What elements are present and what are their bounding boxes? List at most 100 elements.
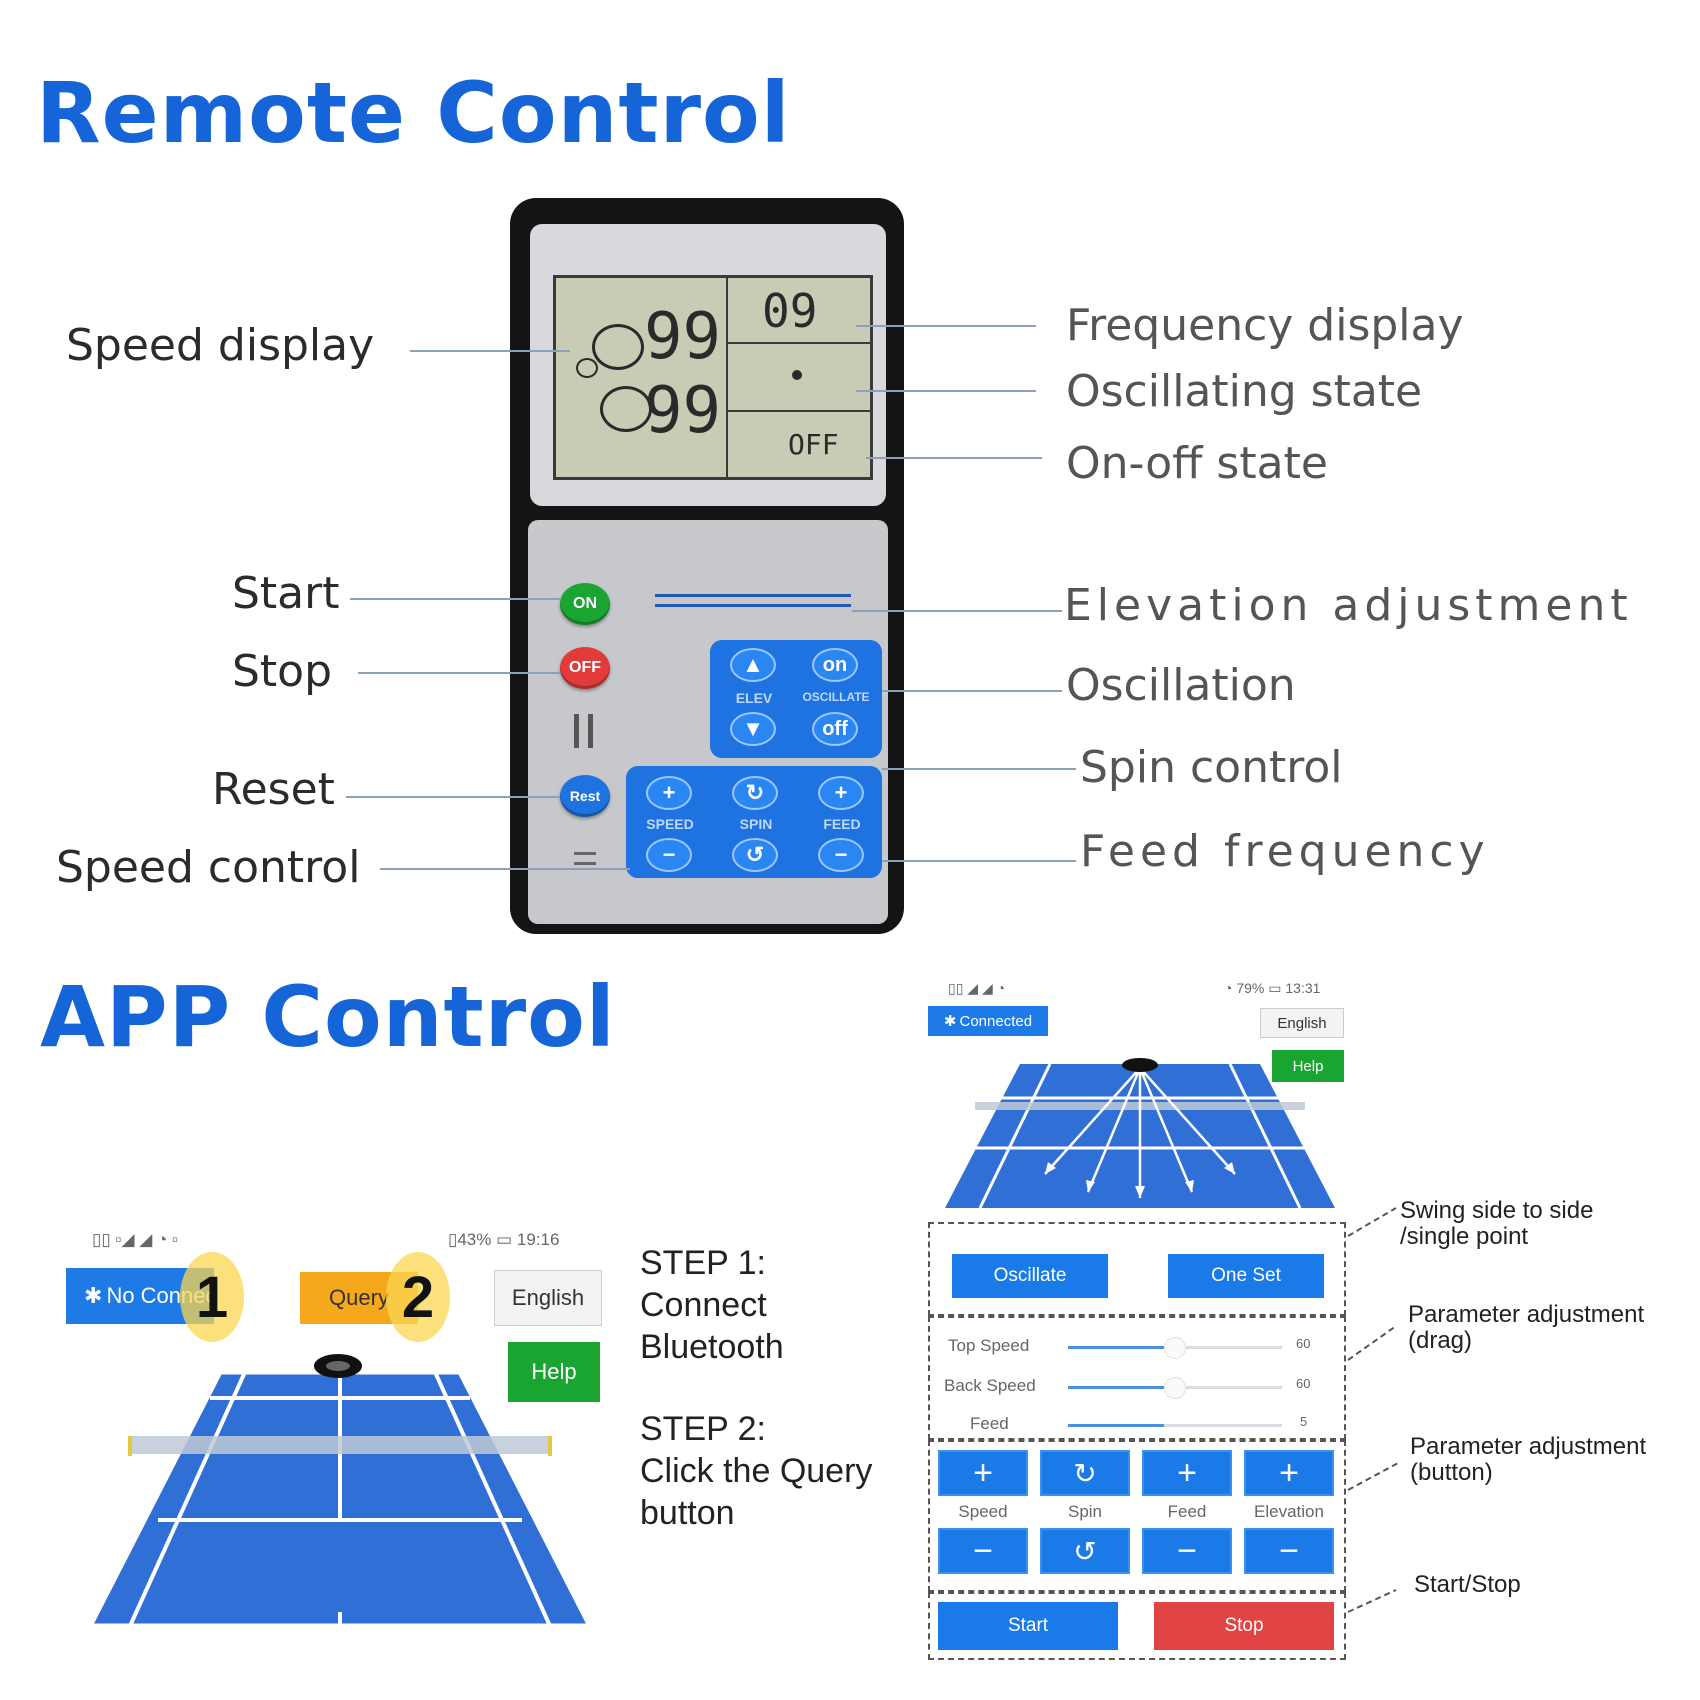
- oscillate-off-button[interactable]: off: [812, 712, 858, 746]
- spin-top-button[interactable]: ↻: [732, 776, 778, 810]
- app-spin-label: Spin: [1067, 1502, 1103, 1521]
- note-swing-line2: /single point: [1400, 1223, 1529, 1250]
- elev-label: ELEV: [735, 690, 773, 706]
- pause-glyph-2: [588, 714, 593, 748]
- step1-line3: Bluetooth: [640, 1328, 784, 1366]
- step1-line1: STEP 1:: [640, 1244, 766, 1282]
- help-button[interactable]: Help: [508, 1342, 600, 1402]
- spin-back-button[interactable]: ↺: [732, 838, 778, 872]
- bluetooth-icon-small: ✱: [943, 1013, 957, 1030]
- leader-feed: [882, 860, 1076, 862]
- leader-spin: [882, 768, 1076, 770]
- label-speed-control: Speed control: [56, 842, 361, 893]
- feed-label: FEED: [823, 816, 861, 832]
- slider-feed-track[interactable]: [1068, 1424, 1282, 1427]
- oscillate-group: [928, 1222, 1346, 1316]
- slider-feed-fill: [1068, 1424, 1165, 1427]
- step-1-marker: 1: [180, 1252, 244, 1342]
- connected-button[interactable]: ✱ Connected: [928, 1006, 1048, 1036]
- slider-top-speed-label: Top Speed: [948, 1336, 1030, 1355]
- speed-minus-button[interactable]: −: [646, 838, 692, 872]
- note-drag-line1: Parameter adjustment: [1408, 1301, 1645, 1328]
- slider-top-speed-track[interactable]: [1068, 1337, 1282, 1359]
- app-feed-minus-button[interactable]: −: [1142, 1528, 1232, 1574]
- app-speed-label: Speed: [958, 1502, 1008, 1521]
- left-status-icons: ▯▯ ▫◢ ◢ ◔ ▫: [92, 1230, 179, 1249]
- leader-oscillating: [856, 390, 1036, 392]
- label-oscillation: Oscillation: [1066, 660, 1296, 711]
- step-2-marker: 2: [386, 1252, 450, 1342]
- equal-glyph-2: [574, 862, 596, 865]
- leader-speed-control: [380, 868, 630, 870]
- right-status-battery-time: ◔ 79% ▭ 13:31: [1224, 980, 1321, 996]
- remote-reset-button[interactable]: Rest: [560, 775, 610, 817]
- note-start-stop: Start/Stop: [1414, 1571, 1521, 1598]
- leader-stop: [358, 672, 560, 674]
- slider-back-speed-label: Back Speed: [944, 1376, 1036, 1395]
- step2-line3: button: [640, 1494, 735, 1532]
- label-feed-frequency: Feed frequency: [1080, 826, 1490, 877]
- remote-control-title: Remote Control: [36, 64, 791, 162]
- remote-on-button[interactable]: ON: [560, 583, 610, 625]
- label-reset: Reset: [212, 764, 335, 815]
- slider-top-speed-value: 60: [1296, 1336, 1311, 1351]
- left-court: [85, 1354, 595, 1629]
- app-elevation-label: Elevation: [1254, 1502, 1324, 1521]
- pause-glyph: [574, 714, 579, 748]
- app-spin-top-button[interactable]: ↻: [1040, 1450, 1130, 1496]
- one-set-button[interactable]: One Set: [1168, 1254, 1324, 1298]
- oscillate-on-button[interactable]: on: [812, 648, 858, 682]
- label-frequency-display: Frequency display: [1066, 300, 1464, 351]
- label-oscillating-state: Oscillating state: [1066, 366, 1423, 417]
- leader-frequency: [856, 325, 1036, 327]
- leader-reset: [346, 796, 560, 798]
- slider-back-speed-thumb[interactable]: [1164, 1377, 1187, 1399]
- oscillate-app-button[interactable]: Oscillate: [952, 1254, 1108, 1298]
- elevation-indicator-2: [655, 604, 851, 607]
- remote-off-button[interactable]: OFF: [560, 647, 610, 689]
- feed-plus-button[interactable]: +: [818, 776, 864, 810]
- slider-feed-value: 5: [1300, 1414, 1308, 1429]
- slider-group: [928, 1316, 1346, 1440]
- speed-plus-button[interactable]: +: [646, 776, 692, 810]
- slider-feed-label: Feed: [970, 1414, 1009, 1433]
- label-onoff-state: On-off state: [1066, 438, 1328, 489]
- slider-back-speed-track[interactable]: [1068, 1377, 1282, 1399]
- lcd-speed-bottom: 99: [644, 374, 722, 448]
- app-feed-plus-button[interactable]: +: [1142, 1450, 1232, 1496]
- right-language-button[interactable]: English: [1260, 1008, 1344, 1038]
- slider-top-speed-thumb[interactable]: [1164, 1337, 1187, 1359]
- elevation-indicator: [655, 594, 851, 597]
- label-spin-control: Spin control: [1080, 742, 1343, 793]
- app-spin-back-button[interactable]: ↺: [1040, 1528, 1130, 1574]
- leader-speed-display: [410, 350, 570, 352]
- right-help-button[interactable]: Help: [1272, 1050, 1344, 1082]
- lcd-speed-top: 99: [644, 300, 722, 374]
- right-court: [945, 1058, 1335, 1209]
- param-button-group: [928, 1440, 1346, 1592]
- app-stop-button[interactable]: Stop: [1154, 1602, 1334, 1650]
- note-swing-line1: Swing side to side: [1400, 1197, 1594, 1224]
- label-start: Start: [232, 568, 340, 619]
- step2-line1: STEP 2:: [640, 1410, 766, 1448]
- equal-glyph: [574, 852, 596, 855]
- spin-label: SPIN: [739, 816, 773, 832]
- leader-elevation: [852, 610, 1062, 612]
- app-speed-minus-button[interactable]: −: [938, 1528, 1028, 1574]
- leader-onoff: [866, 457, 1042, 459]
- elev-up-button[interactable]: ▲: [730, 648, 776, 682]
- language-button[interactable]: English: [494, 1270, 602, 1326]
- note-leaders: [1347, 1207, 1401, 1613]
- app-speed-plus-button[interactable]: +: [938, 1450, 1028, 1496]
- app-elevation-minus-button[interactable]: −: [1244, 1528, 1334, 1574]
- label-stop: Stop: [232, 646, 333, 697]
- elev-down-button[interactable]: ▼: [730, 712, 776, 746]
- app-elevation-plus-button[interactable]: +: [1244, 1450, 1334, 1496]
- slider-back-speed-fill: [1068, 1386, 1165, 1389]
- feed-minus-button[interactable]: −: [818, 838, 864, 872]
- leader-start: [350, 598, 560, 600]
- app-start-button[interactable]: Start: [938, 1602, 1118, 1650]
- right-status-icons: ▯▯ ◢ ◢ ◔: [948, 980, 1006, 996]
- lcd-frequency: 09: [762, 284, 818, 338]
- left-status-battery-time: ▯43% ▭ 19:16: [448, 1230, 560, 1249]
